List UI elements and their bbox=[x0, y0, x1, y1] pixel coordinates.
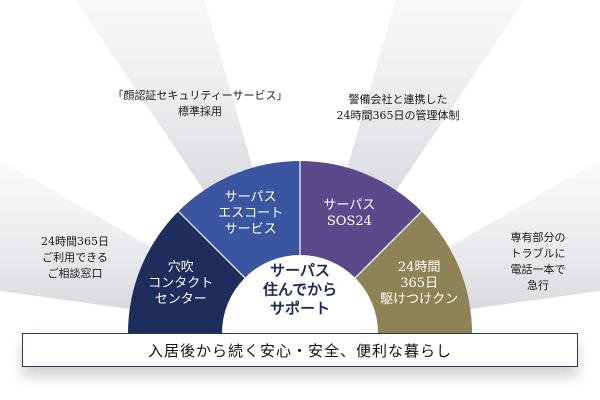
background-ray-3 bbox=[440, 159, 600, 311]
background-ray-2 bbox=[344, 0, 525, 199]
segment-3 bbox=[355, 211, 472, 333]
segment-label-sos24: サーパス SOS24 bbox=[323, 197, 376, 229]
outer-label-security-company: 警備会社と連携した 24時間365日の管理体制 bbox=[336, 93, 460, 122]
center-disc bbox=[224, 257, 376, 333]
outer-label-consultation: 24時間365日 ご利用できる ご相談窓口 bbox=[41, 235, 109, 280]
segment-2 bbox=[300, 161, 422, 278]
segment-1 bbox=[178, 161, 300, 278]
segment-label-contact-center: 穴吹 コンタクト センター bbox=[148, 259, 214, 307]
segment-divider-2 bbox=[354, 210, 423, 279]
outer-label-trouble-response: 専有部分の トラブルに 電話一本で急行 bbox=[510, 231, 566, 292]
segment-label-kaketsuke-kun: 24時間 365日 駆けつけクン bbox=[380, 259, 459, 307]
bottom-banner: 入居後から続く安心・安全、便利な暮らし bbox=[22, 333, 578, 367]
background-ray-1 bbox=[75, 0, 256, 199]
background-ray-0 bbox=[0, 159, 160, 311]
center-label: サーパス 住んでから サポート bbox=[262, 261, 338, 318]
segment-divider-0 bbox=[177, 210, 246, 279]
segment-group bbox=[128, 161, 472, 333]
segment-dividers bbox=[177, 161, 423, 279]
segment-0 bbox=[128, 211, 245, 333]
segment-label-escort-service: サーパス エスコート サービス bbox=[218, 189, 284, 237]
outer-label-face-recognition: 「顔認証セキュリティーサービス」 標準採用 bbox=[112, 89, 288, 118]
background-rays bbox=[0, 0, 600, 311]
